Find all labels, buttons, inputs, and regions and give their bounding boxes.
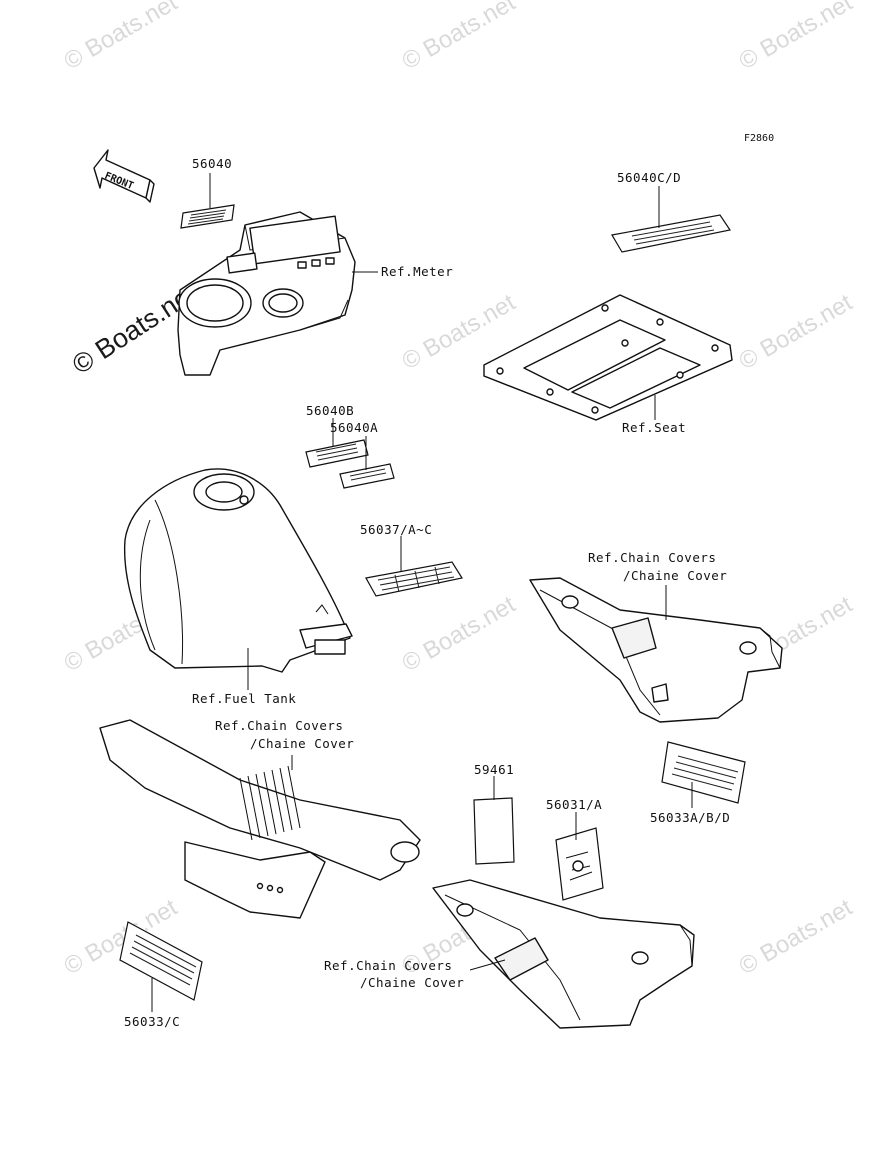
label-56037: 56037/A~C — [360, 522, 432, 537]
side-cover-bottom — [432, 879, 695, 1029]
seat-plate — [483, 294, 733, 421]
label-56033c: 56033/C — [124, 1014, 180, 1029]
label-ref-chain-covers-right-2: /Chaine Cover — [623, 568, 727, 583]
label-ref-chain-covers-bottom-1: Ref.Chain Covers — [324, 958, 452, 973]
label-56040b: 56040B — [306, 403, 354, 418]
decal-56040cd — [611, 214, 731, 253]
watermark-7: © Boats.net — [398, 591, 521, 677]
label-56033abd: 56033A/B/D — [650, 810, 730, 825]
label-ref-chain-covers-right-1: Ref.Chain Covers — [588, 550, 716, 565]
decal-59461 — [473, 797, 515, 865]
label-ref-chain-covers-left-1: Ref.Chain Covers — [215, 718, 343, 733]
decal-56033c — [119, 921, 203, 1001]
front-arrow-icon: FRONT — [93, 149, 155, 203]
label-59461: 59461 — [474, 762, 514, 777]
label-ref-meter: Ref.Meter — [381, 264, 453, 279]
fuel-tank — [123, 468, 353, 673]
decal-56040 — [180, 204, 235, 229]
label-56040: 56040 — [192, 156, 232, 171]
label-56040cd: 56040C/D — [617, 170, 681, 185]
label-56040a: 56040A — [330, 420, 378, 435]
decal-56040b — [305, 439, 369, 468]
watermark-2: © Boats.net — [398, 0, 521, 75]
decal-56033abd — [661, 741, 746, 804]
watermark-1: © Boats.net — [60, 0, 183, 75]
watermark-11: © Boats.net — [735, 894, 858, 980]
decal-56031a — [555, 827, 604, 901]
label-ref-fuel-tank: Ref.Fuel Tank — [192, 691, 296, 706]
watermark-5: © Boats.net — [735, 289, 858, 375]
meter-housing — [177, 211, 356, 376]
label-ref-chain-covers-left-2: /Chaine Cover — [250, 736, 354, 751]
label-ref-seat: Ref.Seat — [622, 420, 686, 435]
watermark-3: © Boats.net — [735, 0, 858, 75]
label-56031a: 56031/A — [546, 797, 602, 812]
chain-cover-center — [99, 719, 421, 919]
decal-56037 — [365, 561, 463, 597]
label-ref-chain-covers-bottom-2: /Chaine Cover — [360, 975, 464, 990]
decal-56040a — [339, 463, 395, 489]
side-cover-right — [529, 577, 783, 723]
figure-code: F2860 — [744, 133, 774, 144]
